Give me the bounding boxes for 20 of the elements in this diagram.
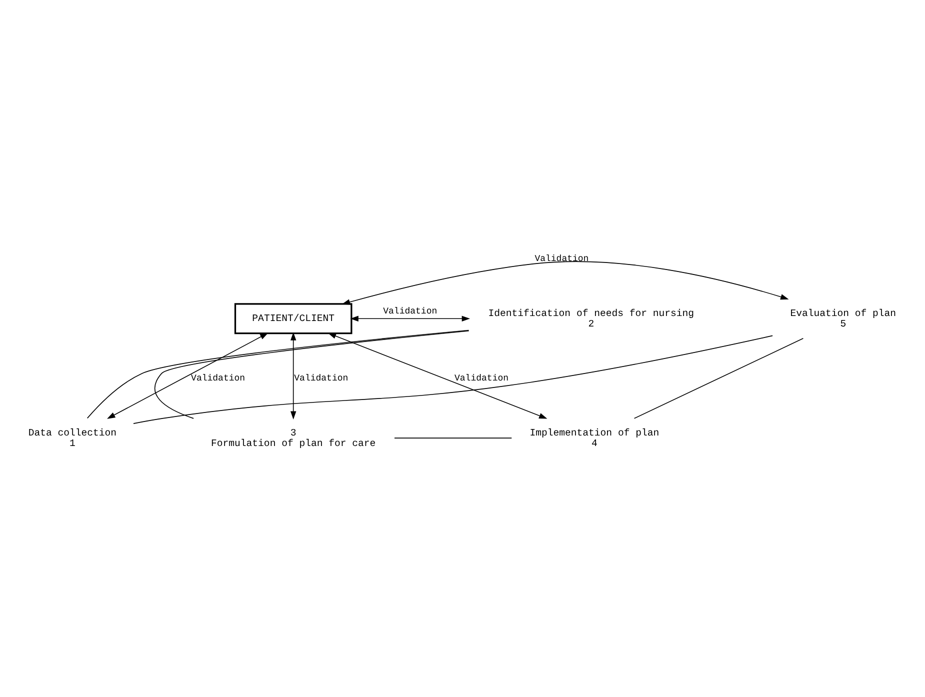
connector (634, 338, 804, 419)
arrow (290, 332, 296, 420)
arrow (328, 332, 548, 419)
node-box: PATIENT/CLIENT (234, 303, 352, 334)
node-text: Evaluation of plan 5 (790, 308, 896, 330)
edge-label: Validation (191, 374, 246, 384)
node-text: 3 Formulation of plan for care (211, 427, 376, 449)
node-text: Implementation of plan 4 (530, 427, 660, 449)
edge-label: Validation (294, 374, 348, 384)
node-text: Data collection 1 (28, 427, 117, 449)
connector (86, 330, 470, 419)
arrow (350, 316, 470, 322)
edge-label: Validation (383, 306, 438, 317)
edge-label: Validation (534, 254, 589, 264)
arrow (107, 332, 268, 419)
edge-label: Validation (454, 374, 509, 384)
arrow (342, 261, 789, 305)
connector (133, 335, 773, 424)
connector (154, 330, 470, 419)
node-text: Identification of needs for nursing 2 (488, 308, 694, 330)
